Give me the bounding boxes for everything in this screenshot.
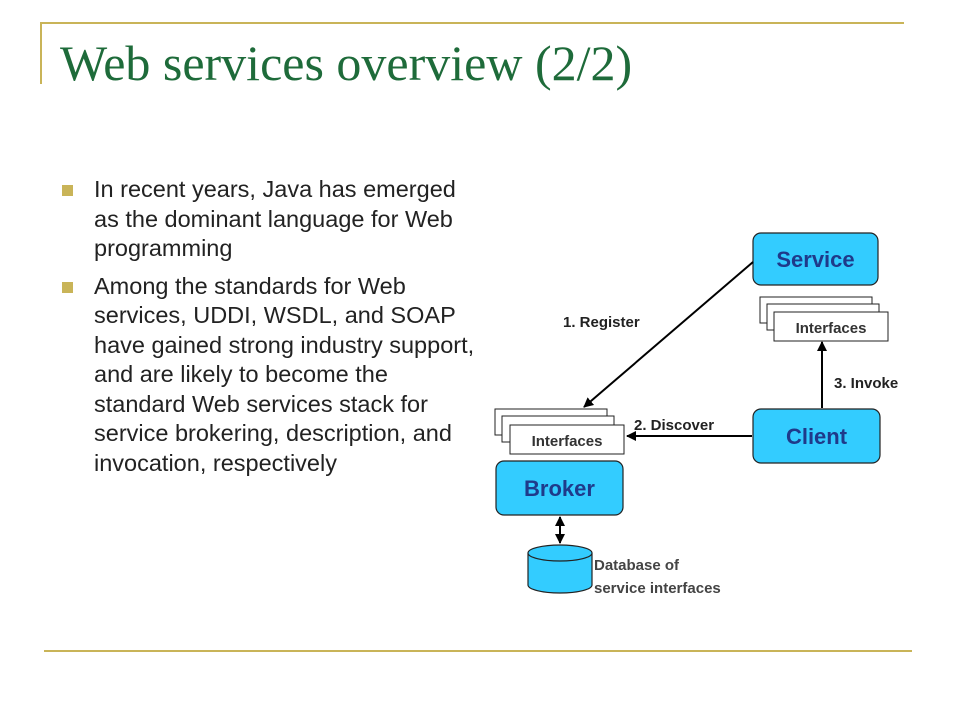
frame-left-rule xyxy=(40,22,42,84)
database-cylinder xyxy=(527,544,593,594)
interface-card xyxy=(773,311,889,342)
broker-interfaces-label: Interfaces xyxy=(532,433,603,450)
database-label-line2: service interfaces xyxy=(594,580,721,597)
broker-node: Broker xyxy=(495,460,624,516)
bullet-text: In recent years, Java has emerged as the… xyxy=(94,176,456,261)
bullet-list: In recent years, Java has emerged as the… xyxy=(60,175,480,486)
bullet-text: Among the standards for Web services, UD… xyxy=(94,272,475,476)
client-box xyxy=(752,408,881,464)
bullet-item: Among the standards for Web services, UD… xyxy=(60,272,480,479)
database-top xyxy=(527,544,593,562)
register-label: 1. Register xyxy=(563,314,640,331)
service-node: Service xyxy=(752,232,879,286)
database-body xyxy=(527,553,593,594)
client-node: Client xyxy=(752,408,881,464)
register-arrow xyxy=(583,261,754,408)
client-label: Client xyxy=(786,424,848,449)
broker-box xyxy=(495,460,624,516)
bullet-item: In recent years, Java has emerged as the… xyxy=(60,175,480,264)
database-label-line1: Database of xyxy=(594,557,680,574)
discover-label: 2. Discover xyxy=(634,417,714,434)
service-label: Service xyxy=(776,247,854,272)
broker-interfaces-stack: Interfaces xyxy=(494,408,625,455)
slide-title: Web services overview (2/2) xyxy=(60,35,633,91)
interface-card xyxy=(509,424,625,455)
square-bullet-icon xyxy=(62,281,73,293)
frame-bottom-rule xyxy=(44,650,912,652)
frame-top-rule xyxy=(40,22,904,24)
broker-label: Broker xyxy=(524,476,595,501)
service-box xyxy=(752,232,879,286)
invoke-label: 3. Invoke xyxy=(834,375,898,392)
service-interfaces-stack: Interfaces xyxy=(759,296,889,342)
service-interfaces-label: Interfaces xyxy=(796,320,867,337)
square-bullet-icon xyxy=(62,185,73,196)
